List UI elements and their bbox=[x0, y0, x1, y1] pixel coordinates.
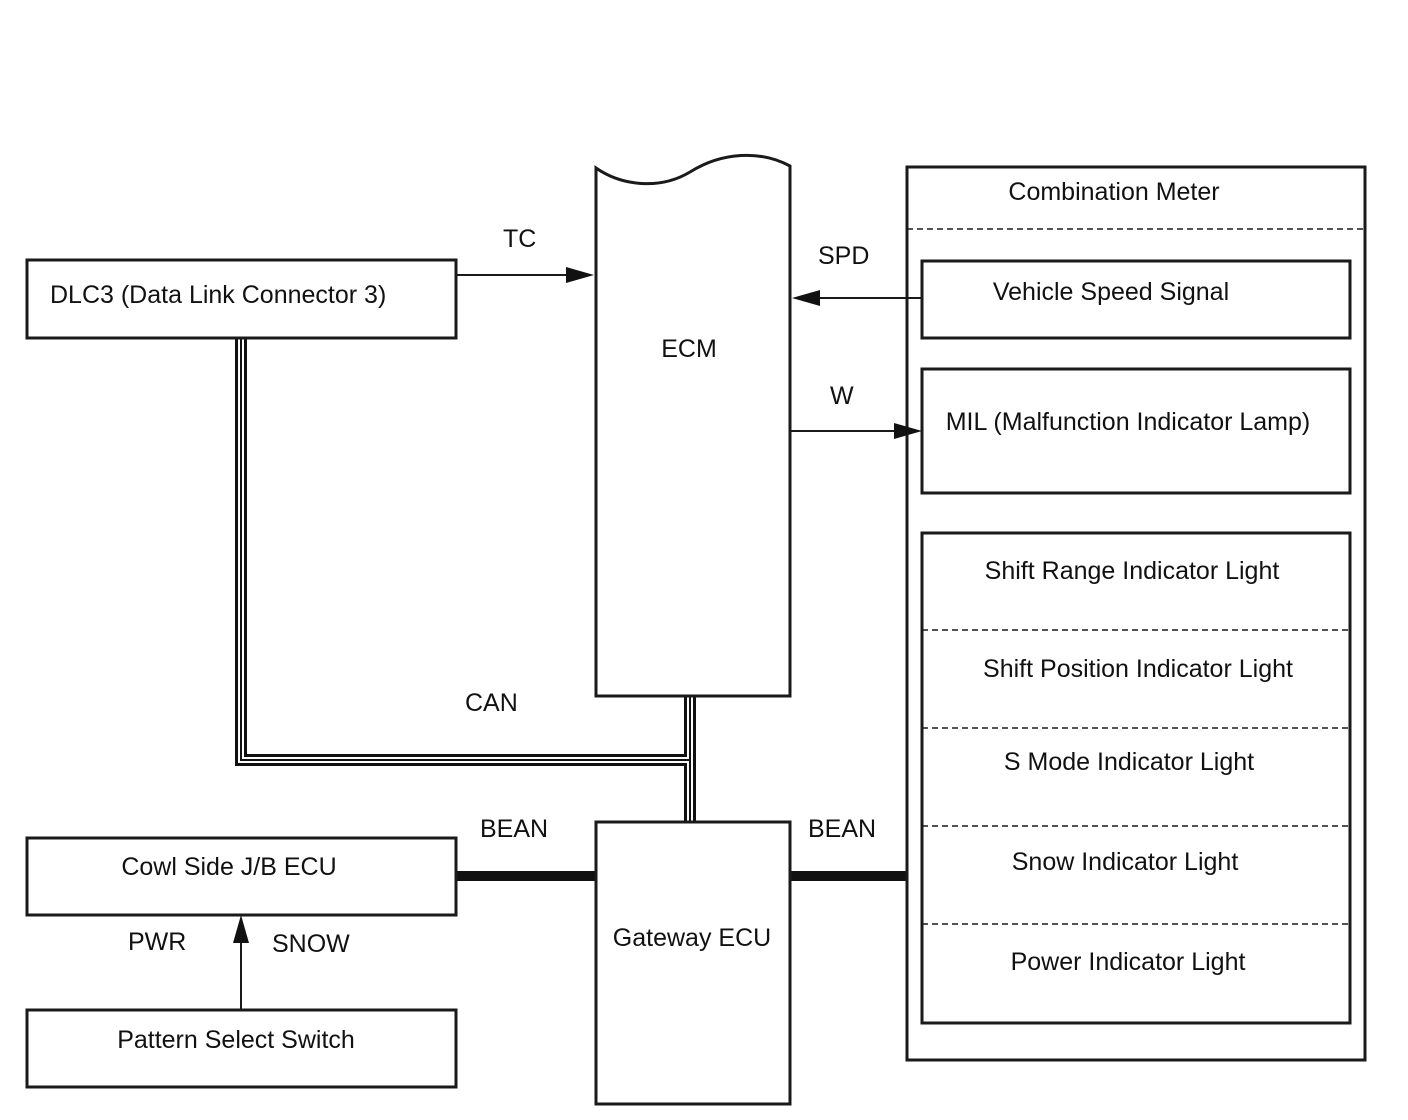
cowl-side-jb-ecu-label: Cowl Side J/B ECU bbox=[121, 853, 336, 881]
indicator-light-label: Snow Indicator Light bbox=[1012, 848, 1239, 876]
dlc3-box bbox=[25, 258, 458, 340]
spd-arrow-icon bbox=[792, 290, 820, 306]
indicator-light-label: Shift Range Indicator Light bbox=[985, 557, 1280, 585]
cowl-side-jb-ecu-box bbox=[25, 836, 458, 917]
bean-right-label: BEAN bbox=[808, 815, 876, 843]
vehicle-speed-signal-box bbox=[920, 259, 1352, 340]
dlc3-label: DLC3 (Data Link Connector 3) bbox=[50, 281, 386, 309]
can-label: CAN bbox=[465, 689, 518, 717]
w-label: W bbox=[830, 382, 854, 410]
bean-left-label: BEAN bbox=[480, 815, 548, 843]
indicator-light-label: Shift Position Indicator Light bbox=[983, 655, 1293, 683]
can-bus-line bbox=[235, 338, 696, 822]
ecm-label: ECM bbox=[661, 335, 717, 363]
indicator-lights-box bbox=[920, 531, 1352, 1025]
gateway-ecu-label: Gateway ECU bbox=[613, 924, 771, 952]
mil-box bbox=[920, 367, 1352, 495]
w-arrow-icon bbox=[894, 423, 922, 439]
combination-meter-label: Combination Meter bbox=[1008, 178, 1219, 206]
pattern-select-switch-label: Pattern Select Switch bbox=[117, 1026, 355, 1054]
mil-label: MIL (Malfunction Indicator Lamp) bbox=[946, 408, 1311, 436]
gateway-ecu-box bbox=[594, 820, 792, 1106]
switch-signal-arrow-icon bbox=[233, 915, 249, 943]
ecm-box bbox=[594, 153, 792, 698]
vehicle-speed-signal-label: Vehicle Speed Signal bbox=[993, 278, 1229, 306]
snow-label: SNOW bbox=[272, 930, 350, 958]
pwr-label: PWR bbox=[128, 928, 186, 956]
spd-label: SPD bbox=[818, 242, 869, 270]
indicator-light-label: Power Indicator Light bbox=[1011, 948, 1246, 976]
tc-arrow-icon bbox=[566, 267, 594, 283]
tc-label: TC bbox=[503, 225, 536, 253]
indicator-light-label: S Mode Indicator Light bbox=[1004, 748, 1254, 776]
